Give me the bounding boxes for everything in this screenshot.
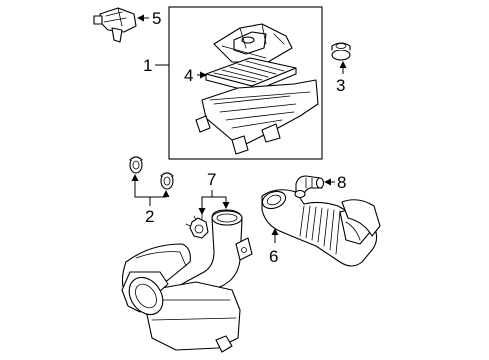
callout-5: 5 bbox=[152, 9, 161, 28]
callout-8: 8 bbox=[337, 173, 346, 192]
callout-3: 3 bbox=[336, 76, 345, 95]
part-7-clamp bbox=[185, 213, 209, 239]
leader-7b bbox=[212, 196, 230, 209]
callout-4: 4 bbox=[184, 66, 193, 85]
part-2-grommet-a bbox=[129, 156, 143, 174]
part-3-grommet bbox=[331, 42, 351, 61]
callout-2: 2 bbox=[145, 207, 154, 226]
part-7-intake-duct bbox=[121, 209, 253, 353]
leader-2b bbox=[134, 190, 170, 198]
part-2-grommet-b bbox=[160, 172, 174, 190]
air-cleaner-cover bbox=[213, 23, 293, 63]
callout-1: 1 bbox=[143, 56, 152, 75]
callout-7: 7 bbox=[207, 170, 216, 189]
assembly-1-frame bbox=[168, 6, 323, 160]
air-cleaner-lower-housing bbox=[195, 79, 319, 155]
part-8-elbow-hose bbox=[294, 175, 325, 199]
callout-6: 6 bbox=[269, 247, 278, 266]
part-6-air-hose bbox=[261, 189, 381, 267]
leader-7a bbox=[198, 190, 213, 215]
part-5-sensor bbox=[93, 7, 137, 43]
